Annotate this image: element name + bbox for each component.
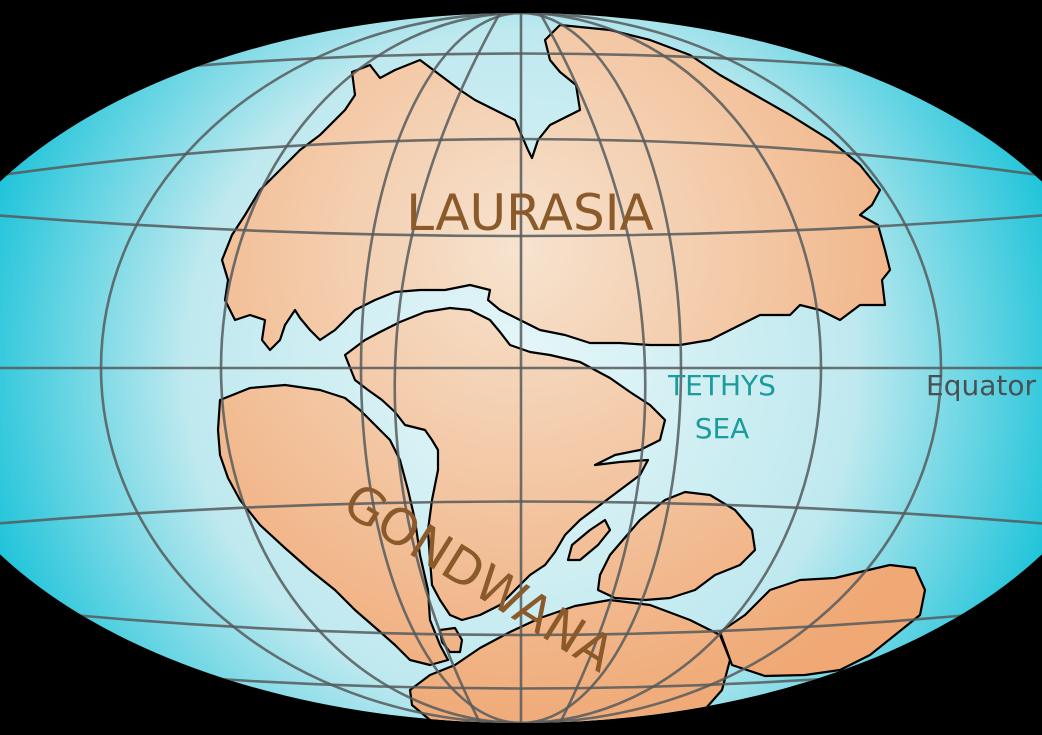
graticule <box>0 13 1042 723</box>
laurasia-label: LAURASIA <box>406 184 653 242</box>
meridian-line <box>99 13 943 723</box>
gondwana-australia-landmass <box>718 563 927 678</box>
meridian-line <box>359 13 683 723</box>
meridian-line <box>393 13 502 723</box>
island-landmass <box>566 518 612 562</box>
gondwana-west-landmass <box>216 383 450 667</box>
tethys-sea-label-line2: SEA <box>695 412 750 445</box>
gondwana-india-landmass <box>596 490 757 602</box>
meridian-line <box>538 13 647 723</box>
meridian-line <box>219 13 823 723</box>
equator-label: Equator <box>926 369 1036 402</box>
gondwana-africa-landmass <box>343 306 667 622</box>
tethys-sea-label-line1: TETHYS <box>667 369 776 402</box>
